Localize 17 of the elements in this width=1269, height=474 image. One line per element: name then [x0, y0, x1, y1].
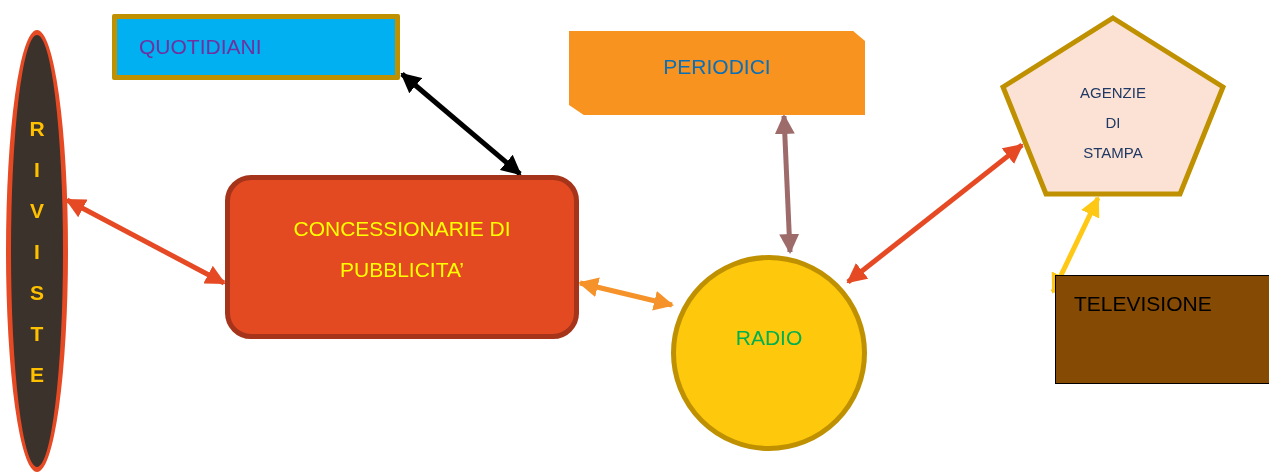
node-label: AGENZIE DI STAMPA	[1080, 82, 1146, 163]
double-arrow	[400, 72, 522, 176]
double-arrow	[774, 114, 800, 254]
process-box	[225, 175, 579, 339]
process-box	[112, 14, 400, 80]
node-label: RIVISTE	[28, 115, 46, 388]
double-arrow	[578, 277, 674, 311]
node-label: PERIODICI	[663, 54, 771, 80]
node-label: RADIO	[735, 325, 803, 351]
process-box	[1055, 275, 1269, 384]
double-arrow	[846, 143, 1024, 284]
node-label: QUOTIDIANI	[139, 34, 262, 61]
pentagon-node	[1000, 15, 1226, 198]
node-label: TELEVISIONE	[1074, 291, 1212, 317]
process-box	[569, 31, 865, 115]
double-arrow	[1050, 196, 1101, 294]
node-label: CONCESSIONARIE DI PUBBLICITA’	[292, 216, 512, 283]
